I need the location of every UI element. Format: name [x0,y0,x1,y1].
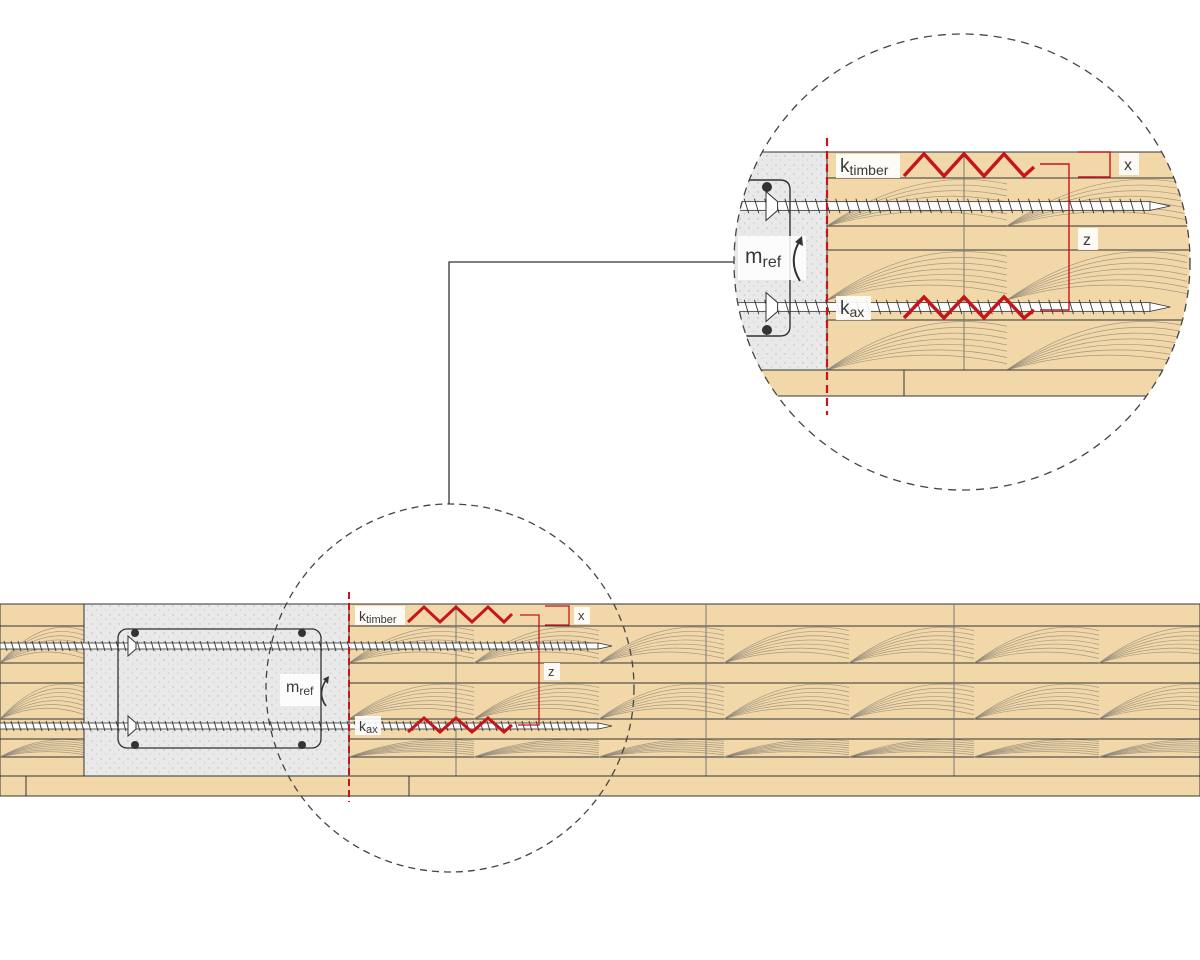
zoom-timber-spring [902,151,1036,179]
zoom-dimension-z [1040,163,1070,311]
zoom-bolt-dot [762,325,772,335]
zoom-x-label: x [1124,157,1132,174]
zoom-detail: ktimber kax x z mref [733,33,1191,491]
bolt-dot [131,741,139,749]
k-timber-label: k [359,608,367,624]
screw-head [765,190,779,222]
zoom-bolt-dot [762,182,772,192]
svg-text:ktimber: ktimber [840,156,889,178]
zoom-ax-spring [902,294,1036,321]
svg-text:kax: kax [840,298,864,320]
bottom-plank [0,775,1200,797]
detail-circle [265,503,635,873]
timber-spring [406,604,514,625]
zoom-z-label: z [1083,232,1091,249]
zoom-bottom-plank [734,369,1190,397]
zoom-screws [734,190,1171,323]
m-ref-label: m [286,679,299,696]
main-panel: ktimber kax x z mref [0,503,1200,873]
zoom-dimension-x [1078,151,1111,178]
svg-text:mref: mref [745,245,782,271]
m-ref-subscript: ref [299,684,314,698]
wood-grain [0,626,1200,758]
moment-bracket [117,628,322,749]
zoom-k-ax-subscript: ax [850,304,865,320]
svg-text:kax: kax [359,718,378,736]
dimension-z [518,614,540,726]
zoom-wood-grain [826,179,1190,371]
x-label: x [578,608,585,623]
screws [0,634,613,738]
k-ax-subscript: ax [366,724,378,736]
zoom-m-ref-subscript: ref [763,254,782,271]
zoom-moment-arrow [792,241,801,282]
zoom-k-timber-label: k [840,156,850,177]
z-label: z [548,664,555,679]
zoom-k-ax-label: k [840,298,850,319]
screw [734,198,1171,214]
k-timber-subscript: timber [366,614,397,626]
screw [0,640,613,652]
moment-arrow [320,679,327,707]
dimension-x [545,605,570,626]
screw-head [765,291,779,323]
zoom-detail-circle [733,33,1191,491]
svg-text:ktimber: ktimber [359,608,397,626]
zoom-m-ref-label: m [745,245,763,268]
ax-spring [407,716,513,734]
bolt-dot [131,629,139,637]
bolt-dot [298,741,306,749]
svg-text:mref: mref [286,679,314,698]
screw-head [127,714,137,738]
leader-line [448,261,736,504]
screw-head [127,634,137,658]
zoom-k-timber-subscript: timber [850,162,889,178]
k-ax-label: k [359,718,367,734]
bolt-dot [298,629,306,637]
